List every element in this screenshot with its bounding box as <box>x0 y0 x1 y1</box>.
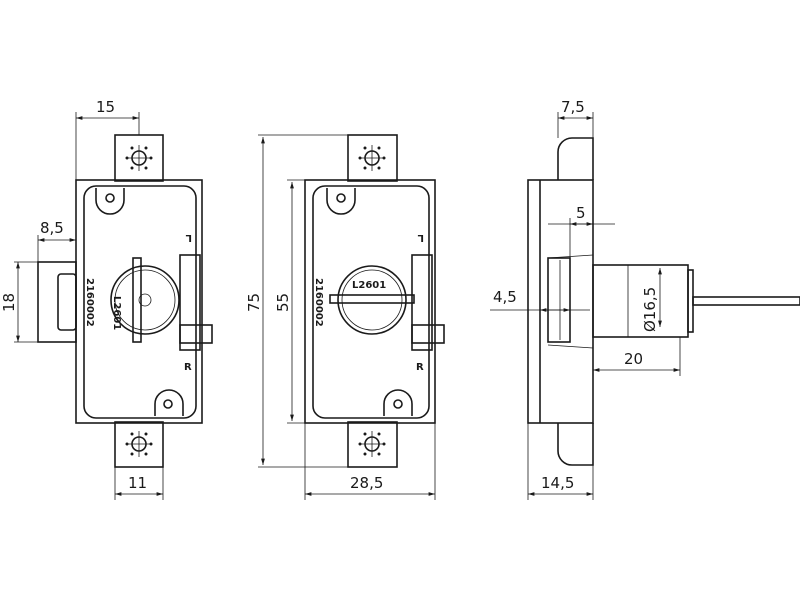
right-mark: R <box>416 362 424 373</box>
side-view: 7,5 5 4,5 Ø16,5 20 14,5 <box>490 98 800 500</box>
shaft <box>692 296 800 306</box>
dim-18: 18 <box>0 293 18 312</box>
dim-75: 75 <box>245 293 263 312</box>
dim-diameter-16-5: Ø16,5 <box>641 287 659 332</box>
cylinder-face <box>110 265 180 335</box>
dim-55: 55 <box>274 293 292 312</box>
key-code-label: L2601 <box>111 296 122 330</box>
dim-5: 5 <box>576 204 586 222</box>
left-mark: L <box>185 232 192 243</box>
front-view-middle: 2160002 L2601 L R 75 55 28,5 <box>245 134 445 500</box>
front-view-left: 2160002 L2601 L R 15 8,5 18 11 <box>0 98 213 500</box>
mounting-hole-icon <box>124 144 154 172</box>
dim-8-5: 8,5 <box>40 219 64 237</box>
dim-14-5: 14,5 <box>541 474 574 492</box>
dim-28-5: 28,5 <box>350 474 383 492</box>
right-mark: R <box>184 362 192 373</box>
dim-11: 11 <box>128 474 147 492</box>
key-code-label: L2601 <box>352 280 386 291</box>
part-number-label: 2160002 <box>313 278 324 327</box>
mounting-hole-icon <box>124 430 154 458</box>
dim-20: 20 <box>624 350 643 368</box>
dim-4-5: 4,5 <box>493 288 517 306</box>
cam <box>132 257 142 343</box>
lock-body <box>304 179 436 424</box>
dim-15: 15 <box>96 98 115 116</box>
dim-7-5: 7,5 <box>561 98 585 116</box>
left-mark: L <box>417 232 424 243</box>
bottom-mounting-tab <box>114 421 164 468</box>
part-number-label: 2160002 <box>84 278 95 327</box>
